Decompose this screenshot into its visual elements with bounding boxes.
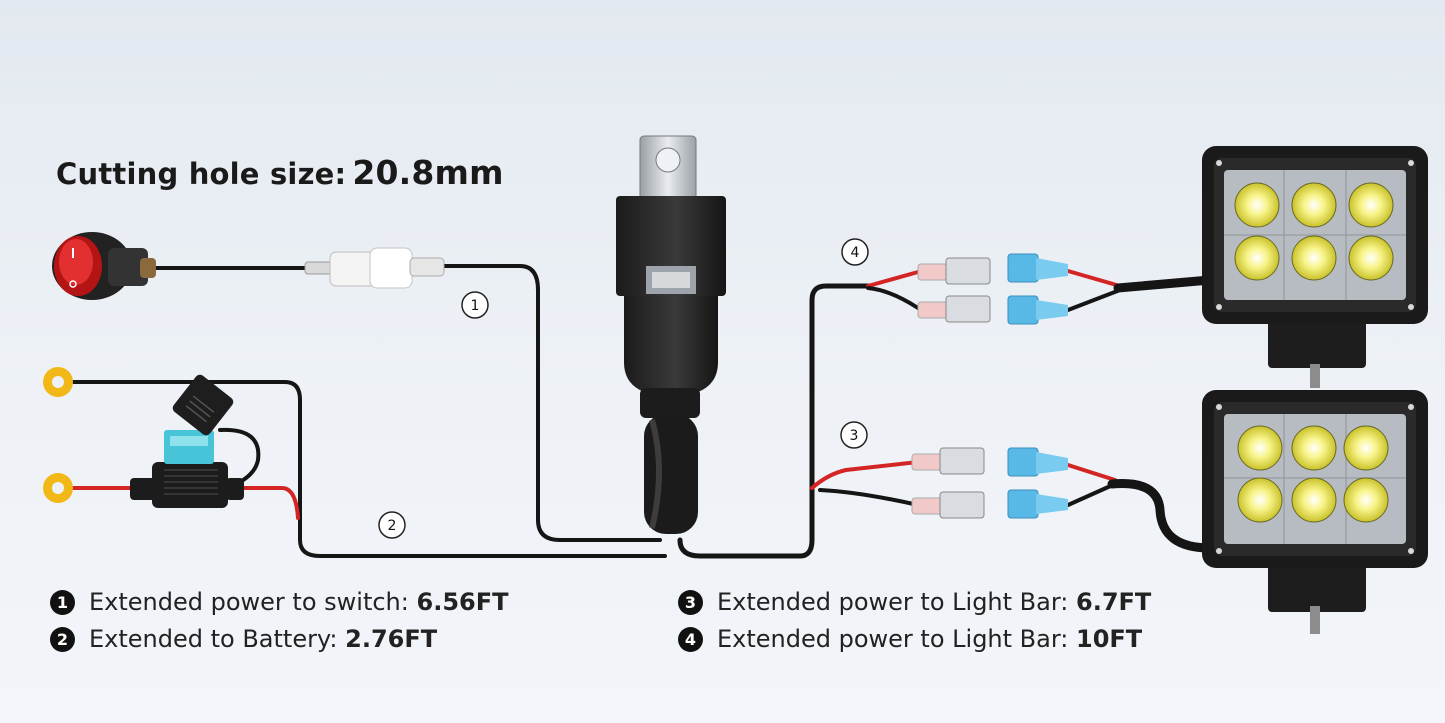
fuse-holder [130,374,244,508]
legend-item-1: 1 Extended power to switch: 6.56FT [50,588,508,616]
led [1343,425,1389,471]
switch-harness-wire [438,264,662,542]
spade-terminal-blue [1007,253,1068,283]
cutting-hole-label: Cutting hole size: [56,157,347,191]
relay [616,135,726,534]
light-bar-top [1202,146,1428,388]
legend-number: 1 [50,590,75,615]
lightbar-2-in-black [1066,482,1117,507]
legend-value: 6.56FT [416,588,509,616]
legend-text: Extended to Battery: [89,625,338,653]
light-bar-bottom [1202,390,1428,634]
ring-terminal-positive [43,473,73,503]
callout-3: 3 [840,421,868,449]
led [1291,425,1337,471]
lightbar-2-in-red [1066,463,1117,482]
cutting-hole-value: 20.8mm [352,153,504,192]
legend-value: 2.76FT [345,625,438,653]
lightbar-1-in-red [1066,269,1122,288]
legend-text: Extended power to Light Bar: [717,625,1069,653]
lightbar-1-wire-red [866,270,920,288]
led [1237,477,1283,523]
led [1343,477,1389,523]
legend-item-3: 3 Extended power to Light Bar: 6.7FT [678,588,1151,616]
female-spade-terminals [911,257,991,519]
callout-4: 4 [841,238,869,266]
led [1348,235,1394,281]
svg-text:1: 1 [471,298,480,314]
relay-output-wire [677,283,871,559]
led [1234,235,1280,281]
legend-number: 3 [678,590,703,615]
fuse-out-wire [238,486,300,520]
led [1234,182,1280,228]
legend-item-4: 4 Extended power to Light Bar: 10FT [678,625,1142,653]
lightbar-1-wire-black [866,286,920,310]
led [1291,235,1337,281]
led [1291,477,1337,523]
spade-terminal-blue [1007,489,1068,519]
legend-number: 4 [678,627,703,652]
cutting-hole-size: Cutting hole size:20.8mm [56,153,504,192]
spade-terminal [917,295,991,323]
svg-text:3: 3 [850,428,859,444]
svg-text:4: 4 [851,245,860,261]
legend-item-2: 2 Extended to Battery: 2.76FT [50,625,437,653]
lightbar-1-cable [1113,275,1215,293]
spade-terminal [911,447,985,475]
callout-1: 1 [461,291,489,319]
switch-connector [304,247,445,289]
battery-ground-wire [70,380,667,558]
fuse-loop-wire [218,427,261,488]
lightbar-2-cable [1107,479,1215,553]
wires [70,264,1215,559]
spade-terminal [917,257,991,285]
rocker-switch [52,232,156,300]
legend-number: 2 [50,627,75,652]
ring-terminal-negative [43,367,73,397]
legend-value: 10FT [1076,625,1143,653]
svg-text:2: 2 [388,518,397,534]
spade-terminal-blue [1007,447,1068,477]
led [1348,182,1394,228]
callout-2: 2 [378,511,406,539]
lightbar-2-wire-red [810,460,920,490]
led [1237,425,1283,471]
legend-text: Extended power to switch: [89,588,409,616]
lightbar-2-wire-black [818,488,920,507]
legend-text: Extended power to Light Bar: [717,588,1069,616]
legend-value: 6.7FT [1076,588,1152,616]
led [1291,182,1337,228]
lightbar-1-in-black [1066,288,1122,312]
spade-terminal-blue [1007,295,1068,325]
male-spade-terminals [1007,253,1068,519]
spade-terminal [911,491,985,519]
